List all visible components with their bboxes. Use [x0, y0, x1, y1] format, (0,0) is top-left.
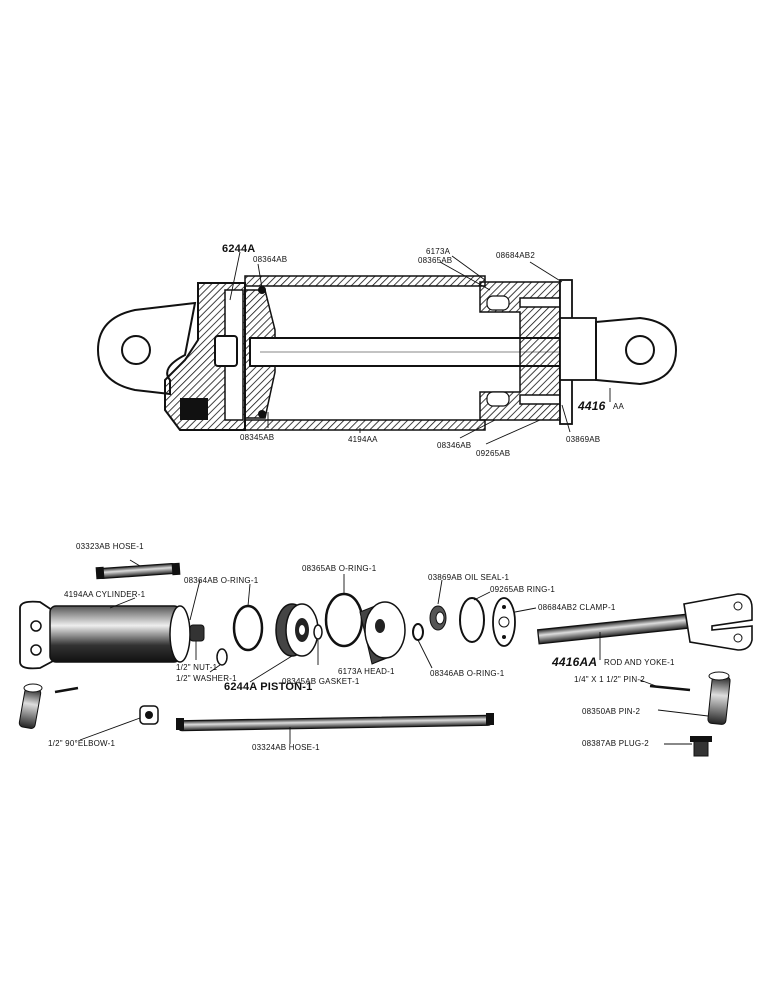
hose-lower — [177, 714, 493, 732]
clamp — [492, 597, 516, 647]
label-4194aa: 4194AA — [348, 435, 378, 444]
right-pin-hole — [625, 335, 655, 365]
label-08365ab: 08365AB — [418, 256, 453, 265]
o-ring-08364 — [232, 604, 264, 652]
label-08345ab: 08345AB — [240, 433, 275, 442]
label-08346ab: 08346AB — [437, 441, 472, 450]
left-pin — [18, 683, 43, 729]
exploded-view — [18, 559, 753, 757]
piston — [275, 603, 319, 657]
left-pin-hole — [121, 335, 151, 365]
label-oring-08346: 08346AB O-RING-1 — [430, 669, 505, 678]
piston-nut — [214, 335, 238, 367]
o-ring-08365 — [324, 592, 364, 648]
rod-and-yoke — [536, 593, 753, 651]
label-6173a: 6173A — [426, 247, 451, 256]
ring-09265 — [459, 597, 485, 643]
label-elbow: 1/2" 90°ELBOW-1 — [48, 739, 116, 748]
label-03869ab: 03869AB — [566, 435, 601, 444]
o-ring-08346 — [412, 623, 424, 641]
gasket — [313, 624, 323, 640]
plug — [690, 736, 712, 757]
label-nut: 1/2" NUT-1 — [176, 663, 218, 672]
small-cotter-pin — [54, 686, 79, 694]
label-09265ab: 09265AB — [476, 449, 511, 458]
pin-08350 — [707, 671, 731, 725]
label-gasket: 08345AB GASKET-1 — [282, 677, 360, 686]
label-head: 6173A HEAD-1 — [338, 667, 395, 676]
label-hose-upper: 03323AB HOSE-1 — [76, 542, 144, 551]
label-pin-small: 1/4" X 1 1/2" PIN-2 — [574, 675, 645, 684]
washer — [216, 648, 228, 666]
label-clamp: 08684AB2 CLAMP-1 — [538, 603, 616, 612]
label-4416aa: 4416 — [578, 399, 606, 413]
label-4416aa-suffix: AA — [613, 402, 625, 411]
oil-seal — [429, 605, 447, 631]
label-08364ab: 08364AB — [253, 255, 288, 264]
label-6244a: 6244A — [222, 243, 256, 255]
label-pin-08350: 08350AB PIN-2 — [582, 707, 641, 716]
label-oil-seal: 03869AB OIL SEAL-1 — [428, 573, 510, 582]
label-hose-lower: 03324AB HOSE-1 — [252, 743, 320, 752]
label-08684ab2: 08684AB2 — [496, 251, 535, 260]
label-cylinder: 4194AA CYLINDER-1 — [64, 590, 146, 599]
cylinder-body — [19, 600, 191, 670]
cotter-pin — [649, 684, 691, 692]
label-washer: 1/2" WASHER-1 — [176, 674, 237, 683]
hose-upper — [97, 562, 177, 580]
barrel-top-wall — [244, 275, 486, 287]
label-ring-09265: 09265AB RING-1 — [490, 585, 556, 594]
nut — [189, 624, 205, 642]
label-piston: 6244A PISTON-1 — [224, 681, 313, 693]
label-plug: 08387AB PLUG-2 — [582, 739, 649, 748]
label-rod-yoke-num: 4416AA — [552, 655, 598, 669]
head — [359, 601, 406, 665]
barrel-bottom-wall — [244, 419, 486, 431]
label-oring-08364: 08364AB O-RING-1 — [184, 576, 259, 585]
elbow — [139, 705, 159, 725]
section-view — [96, 251, 678, 445]
label-oring-08365: 08365AB O-RING-1 — [302, 564, 377, 573]
label-rod-yoke-text: ROD AND YOKE-1 — [604, 658, 675, 667]
